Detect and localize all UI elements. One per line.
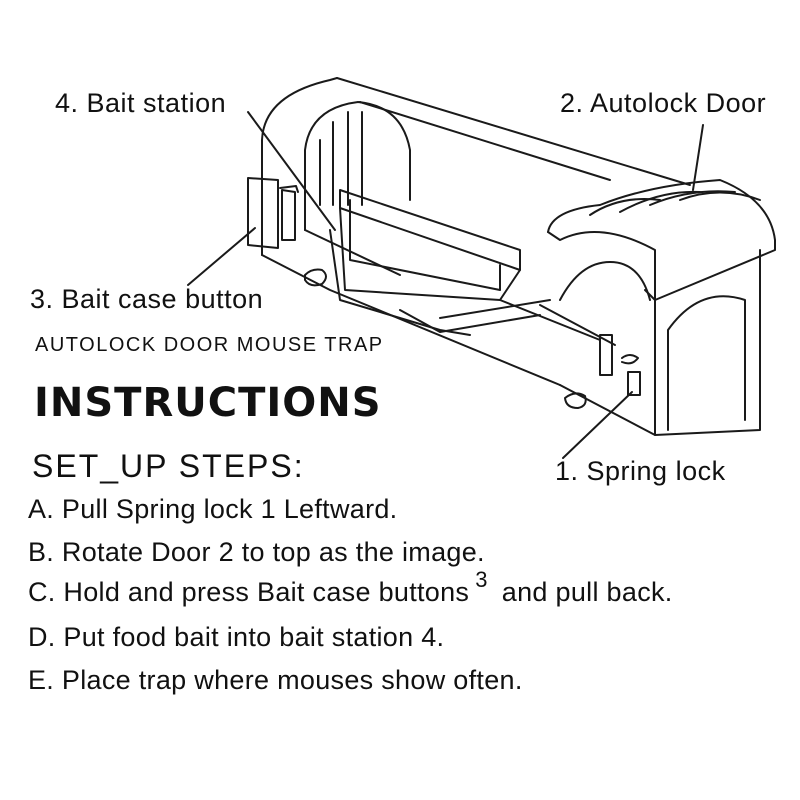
callout-bait-station: 4. Bait station: [55, 88, 227, 118]
bait-tray-ramp: [439, 299, 551, 319]
step-a: A. Pull Spring lock 1 Leftward.: [28, 494, 398, 524]
spring-lock-body: [599, 334, 613, 376]
door-edge: [547, 231, 656, 301]
door-ribs-3: [649, 190, 736, 206]
leader-bait-case-button: [187, 227, 256, 286]
bait-case-slot: [247, 177, 279, 249]
leader-spring-lock: [562, 391, 633, 459]
leader-autolock-door: [692, 124, 704, 191]
bait-case-button-body: [281, 189, 296, 241]
front-box: [654, 249, 761, 436]
step-c-text: C. Hold and press Bait case buttons: [28, 577, 470, 607]
back-arch: [261, 77, 338, 256]
door-inner-arch: [559, 261, 651, 301]
page-title: INSTRUCTIONS: [34, 380, 382, 426]
door-ribs-4: [679, 191, 761, 201]
bait-case-button-cap: [279, 185, 299, 193]
callout-autolock-door: 2. Autolock Door: [560, 88, 767, 118]
leader-bait-station: [247, 111, 336, 231]
bait-tray-front: [349, 199, 501, 291]
mounting-tab-right: [564, 392, 587, 409]
tube-floor-left: [261, 254, 561, 386]
step-c-text-end: and pull back.: [501, 577, 673, 607]
callout-spring-lock: 1. Spring lock: [555, 456, 726, 486]
product-subtitle: AUTOLOCK DOOR MOUSE TRAP: [35, 334, 384, 356]
bait-tray-top: [339, 189, 521, 271]
door-ribs-2: [619, 190, 701, 213]
linkage-rod: [499, 299, 601, 341]
door-outer: [547, 179, 776, 301]
bait-tray-base: [329, 229, 471, 336]
tube-top-inner: [359, 101, 611, 181]
linkage-rod-2: [539, 304, 616, 346]
step-d: D. Put food bait into bait station 4.: [28, 622, 445, 652]
tube-top-edge: [336, 77, 691, 186]
spring-lock-latch: [627, 371, 641, 396]
bait-tray-lip: [399, 309, 541, 333]
spring-lock-coil: [621, 354, 639, 365]
step-b: B. Rotate Door 2 to top as the image.: [28, 537, 485, 567]
front-opening: [667, 295, 746, 431]
step-c-superscript: 3: [475, 567, 488, 592]
tube-floor-inner: [304, 229, 401, 276]
step-e: E. Place trap where mouses show often.: [28, 665, 523, 695]
bait-tray-side: [339, 207, 521, 301]
callout-bait-case-button: 3. Bait case button: [30, 284, 264, 314]
mounting-tab-left: [304, 268, 327, 287]
section-heading: SET_UP STEPS:: [32, 448, 305, 484]
back-arch-inner: [304, 101, 411, 231]
door-ribs-1: [589, 198, 661, 216]
